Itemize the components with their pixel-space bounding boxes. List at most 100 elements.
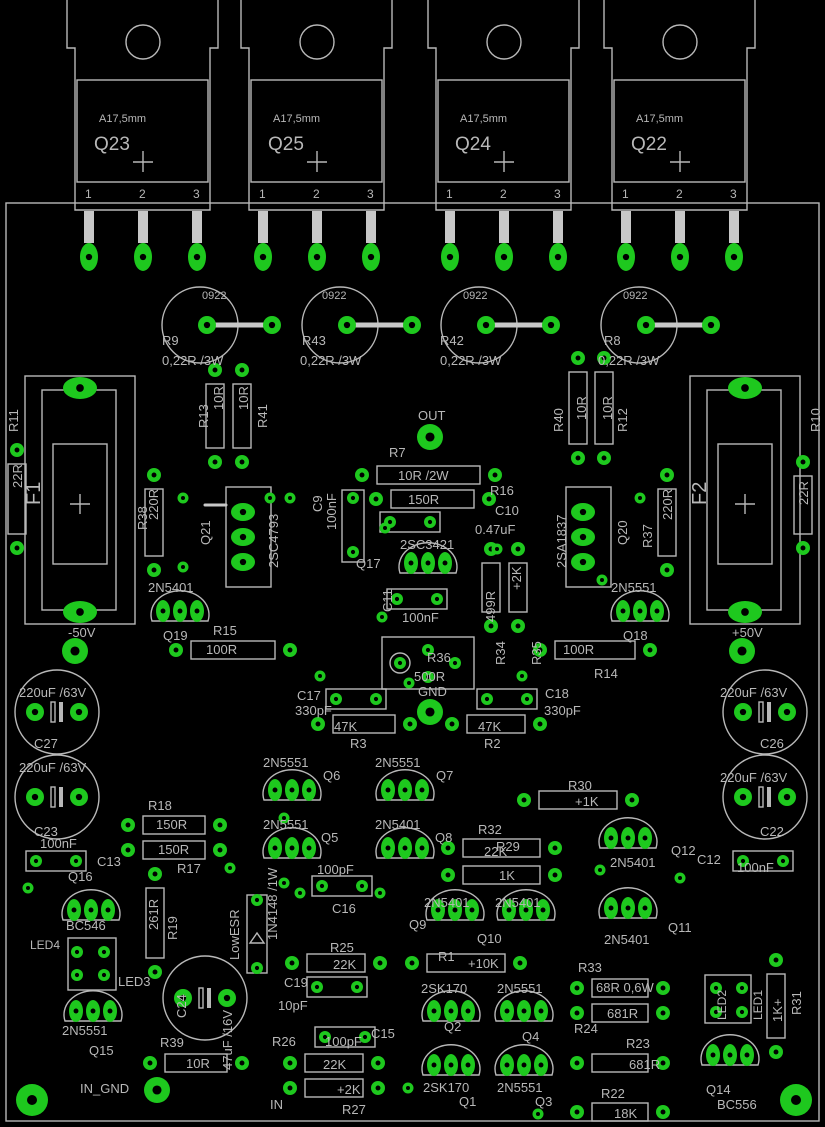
drill-hole [579, 508, 587, 516]
component-label: 10R /2W [398, 468, 449, 483]
to92-outline [262, 769, 322, 801]
via-hole [638, 496, 642, 500]
drill-hole [445, 872, 451, 878]
to92-outline [375, 769, 435, 801]
component-label: 2SK170 [421, 981, 467, 996]
drill-hole [88, 907, 94, 913]
drill-hole [622, 253, 630, 261]
to92-outline [262, 827, 322, 859]
transistor-ref: Q23 [94, 134, 130, 155]
drill-hole [515, 623, 521, 629]
drill-hole [575, 455, 581, 461]
component-label: Q4 [522, 1029, 539, 1044]
component-label: 2N5401 [148, 580, 194, 595]
via-hole [520, 674, 524, 678]
component-label: R39 [160, 1035, 184, 1050]
drill-hole [385, 845, 391, 851]
component-label: +2K [509, 566, 524, 590]
drill-hole [71, 907, 77, 913]
led-pair-right [704, 974, 752, 1024]
component-label: 22R [10, 464, 25, 488]
drill-hole [76, 384, 84, 392]
resistor-body [426, 953, 506, 973]
drill-hole [85, 253, 93, 261]
drill-hole [608, 835, 614, 841]
component-label: F1 [23, 482, 45, 505]
silkscreen-layer [7, 79, 813, 1122]
component-label: 330pF [295, 703, 332, 718]
to92-outline [61, 889, 121, 921]
component-label: 2N5551 [497, 981, 543, 996]
to92-outline [610, 590, 670, 622]
drill-hole [660, 985, 666, 991]
resistor-body [390, 489, 475, 509]
pin-number: 3 [554, 187, 561, 201]
component-label: LED1 [751, 990, 765, 1020]
drill-hole [482, 321, 490, 329]
transistor-leg [729, 211, 739, 243]
component-label: 0922 [202, 290, 226, 302]
component-label: 2N5551 [611, 580, 657, 595]
drill-hole [350, 549, 356, 555]
via-hole [378, 891, 382, 895]
component-label: +2K [337, 1082, 361, 1097]
led-pair-left [67, 937, 117, 991]
component-label: C15 [371, 1026, 395, 1041]
transistor-leg [675, 211, 685, 243]
drill-hole [629, 797, 635, 803]
drill-hole [359, 883, 365, 889]
resistor-body [538, 790, 618, 810]
fuse-glass [717, 443, 773, 565]
copper-pads [10, 243, 812, 1120]
mounting-hole [486, 24, 522, 60]
drill-hole [800, 545, 806, 551]
pin-number: 2 [139, 187, 146, 201]
cap-symbol [758, 701, 764, 723]
via-hole [288, 496, 292, 500]
component-label: 100pF [317, 862, 354, 877]
transistor-note: A17,5mm [460, 113, 507, 125]
via-hole [380, 615, 384, 619]
component-label: Q14 [706, 1082, 731, 1097]
drill-hole [425, 432, 435, 442]
transistor-body-q22 [603, 0, 756, 211]
resistor-body [164, 1053, 228, 1073]
drill-hole [783, 708, 791, 716]
component-label: Q18 [623, 628, 648, 643]
drill-hole [343, 321, 351, 329]
via-hole [181, 565, 185, 569]
component-label: R37 [640, 524, 655, 548]
film-capacitor [386, 588, 448, 610]
resistor-body [142, 815, 206, 835]
drill-hole [177, 608, 183, 614]
film-capacitor [379, 511, 441, 533]
drill-hole [574, 985, 580, 991]
component-label: Q16 [68, 869, 93, 884]
drill-hole [194, 608, 200, 614]
resistor-body [304, 1078, 364, 1098]
drill-hole [537, 721, 543, 727]
drill-hole [521, 1008, 527, 1014]
drill-hole [488, 623, 494, 629]
drill-hole [387, 519, 393, 525]
drill-hole [402, 845, 408, 851]
component-label: 330pF [544, 703, 581, 718]
component-label: 0.47uF [475, 522, 516, 537]
component-label: +1K [575, 794, 599, 809]
resistor-body [591, 978, 649, 998]
component-label: R35 [529, 641, 544, 665]
via-hole [600, 578, 604, 582]
resistor-body [594, 371, 614, 445]
component-label: R10 [808, 408, 823, 432]
film-capacitor [732, 850, 794, 872]
electrolytic-capacitor [162, 955, 248, 1041]
component-label: 10pF [278, 998, 308, 1013]
film-capacitor [311, 875, 373, 897]
drill-hole [313, 253, 321, 261]
film-capacitor [314, 1026, 376, 1048]
drill-hole [315, 721, 321, 727]
drill-hole [151, 567, 157, 573]
